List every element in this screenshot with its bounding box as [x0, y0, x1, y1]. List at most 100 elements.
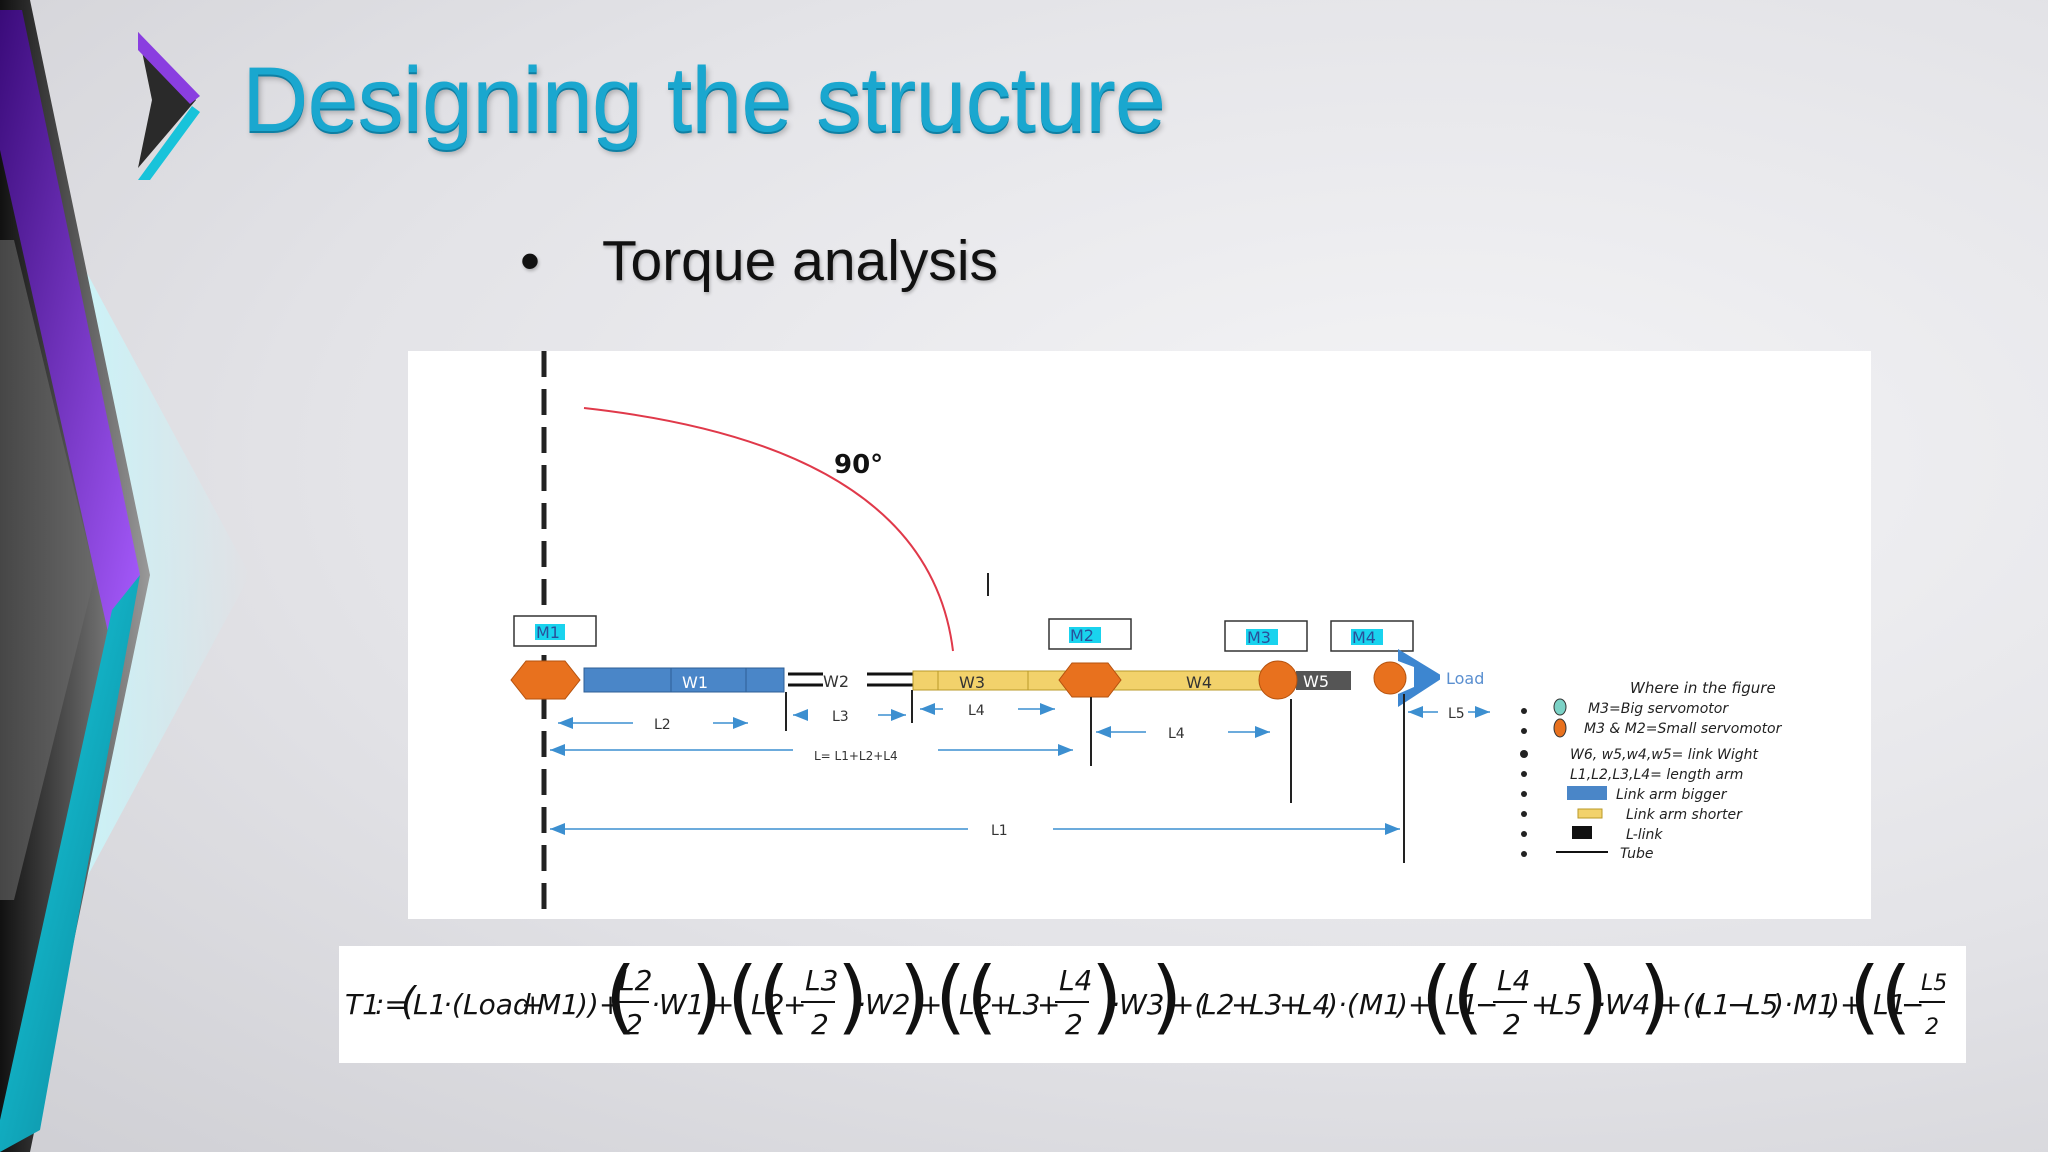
- svg-text:L5: L5: [1921, 971, 1947, 996]
- svg-text:): ): [691, 950, 722, 1043]
- svg-text:L2: L2: [619, 964, 652, 997]
- svg-text:L1: L1: [1445, 988, 1478, 1021]
- motor-m1: [510, 660, 581, 700]
- svg-text:W1: W1: [682, 673, 708, 692]
- legend-big-servo-icon: [1553, 698, 1567, 716]
- link-w3: W3: [912, 670, 1070, 692]
- dim-lsum: L= L1+L2+L4: [550, 744, 1073, 763]
- svg-text:M1: M1: [1359, 988, 1401, 1021]
- svg-text:W5: W5: [1303, 672, 1329, 691]
- svg-text:W3: W3: [959, 673, 985, 692]
- svg-text:M3 & M2=Small servomotor: M3 & M2=Small servomotor: [1584, 721, 1783, 737]
- svg-text:M1: M1: [536, 623, 560, 642]
- legend-small-servo-icon: [1553, 718, 1567, 738]
- dim-l5: L5: [1408, 706, 1490, 722]
- legend-link-bigger-icon: [1567, 786, 1607, 800]
- svg-text:2: 2: [811, 1008, 829, 1041]
- svg-text:·: ·: [651, 988, 660, 1021]
- svg-text:2: 2: [1503, 1008, 1521, 1041]
- svg-text:2: 2: [1065, 1008, 1083, 1041]
- svg-text:L5: L5: [1549, 988, 1582, 1021]
- dim-l4b: L4: [1096, 726, 1270, 742]
- dim-l1: L1: [550, 823, 1400, 839]
- svg-text:L3: L3: [1249, 988, 1282, 1021]
- svg-text:): ): [899, 950, 930, 1043]
- svg-text:+: +: [1037, 988, 1060, 1021]
- svg-text:): ): [837, 950, 868, 1043]
- svg-text:M1: M1: [537, 988, 579, 1021]
- svg-text:M4: M4: [1352, 628, 1376, 647]
- link-w1: W1: [583, 667, 785, 693]
- dim-l3: L3: [793, 709, 906, 725]
- svg-text:+: +: [783, 988, 806, 1021]
- svg-text:W4: W4: [1186, 673, 1212, 692]
- svg-text:): ): [1639, 950, 1670, 1043]
- motor-m4: [1373, 661, 1407, 695]
- bullet-dot: •: [520, 229, 540, 293]
- svg-text:L1: L1: [413, 988, 446, 1021]
- svg-text:W4: W4: [1605, 988, 1651, 1021]
- svg-text:): ): [1577, 950, 1608, 1043]
- svg-text:W2: W2: [865, 988, 911, 1021]
- svg-text:M3: M3: [1247, 628, 1271, 647]
- title-chevron-dark: [138, 32, 196, 168]
- svg-text:L2: L2: [1201, 988, 1234, 1021]
- link-w5: W5: [1296, 671, 1351, 691]
- load-box: [1440, 667, 1490, 689]
- dim-l4a: L4: [920, 703, 1055, 719]
- svg-text:·: ·: [1597, 988, 1606, 1021]
- bullet-text: Torque analysis: [602, 229, 999, 293]
- slide-decoration: [0, 0, 250, 1152]
- svg-text:M2: M2: [1070, 626, 1094, 645]
- motor-label-m4: M4: [1330, 620, 1414, 652]
- svg-text:2: 2: [625, 1008, 643, 1041]
- svg-text:+: +: [989, 988, 1012, 1021]
- svg-text:L1,L2,L3,L4= length arm: L1,L2,L3,L4= length arm: [1570, 767, 1743, 783]
- svg-text:+(: +(: [1171, 988, 1206, 1021]
- svg-text:M1: M1: [1793, 988, 1835, 1021]
- svg-text:): ): [1091, 950, 1122, 1043]
- glow-chevron: [80, 260, 250, 890]
- svg-text:·(: ·(: [443, 988, 464, 1021]
- svg-text:−: −: [1901, 988, 1924, 1021]
- svg-text:+: +: [711, 988, 734, 1021]
- torque-diagram: 90° M1 M2 M3 M4 W1 W2 W3: [408, 351, 1871, 919]
- svg-text:L5: L5: [1745, 988, 1778, 1021]
- load-gripper: [1398, 649, 1444, 707]
- svg-text:+: +: [521, 988, 544, 1021]
- svg-text:W6, w5,w4,w5= link Wight: W6, w5,w4,w5= link Wight: [1570, 747, 1759, 763]
- svg-text:−: −: [1475, 988, 1498, 1021]
- formula-expression: T1 := ( L1 ·( Load + M1 ))+ ( L2 2 · W1 …: [345, 950, 1947, 1043]
- svg-text:T1: T1: [345, 988, 380, 1021]
- svg-text:L4: L4: [1059, 964, 1092, 997]
- gray-stripe: [0, 240, 95, 900]
- svg-text:L1: L1: [991, 823, 1008, 839]
- svg-text:Load: Load: [463, 988, 531, 1021]
- svg-text:L4: L4: [968, 703, 985, 719]
- svg-text:)+: )+: [1827, 988, 1863, 1021]
- svg-text:)+: )+: [1395, 988, 1431, 1021]
- load-label: Load: [1446, 669, 1484, 688]
- svg-text:+: +: [1279, 988, 1302, 1021]
- svg-text:((: ((: [935, 950, 997, 1043]
- svg-text:+: +: [1231, 988, 1254, 1021]
- svg-text:W2: W2: [823, 672, 849, 691]
- svg-text:+: +: [1531, 988, 1554, 1021]
- svg-text::=: :=: [375, 988, 408, 1021]
- bullet-item: • Torque analysis: [520, 228, 998, 294]
- svg-text:Link arm shorter: Link arm shorter: [1626, 807, 1743, 823]
- svg-text:(: (: [401, 979, 418, 1023]
- motor-label-m2: M2: [1048, 618, 1132, 650]
- dim-l2: L2: [558, 717, 748, 733]
- angle-label: 90°: [834, 450, 883, 480]
- title-chevron-cyan: [138, 106, 200, 180]
- cyan-chevron: [0, 575, 140, 1152]
- svg-text:Link arm bigger: Link arm bigger: [1616, 787, 1728, 803]
- legend-link-shorter-icon: [1577, 808, 1603, 819]
- motor-m3: [1258, 660, 1298, 700]
- svg-text:))+: ))+: [575, 988, 622, 1021]
- svg-text:)·(: )·(: [1325, 988, 1359, 1021]
- svg-text:L1: L1: [1697, 988, 1730, 1021]
- svg-text:·: ·: [1111, 988, 1120, 1021]
- svg-text:L3: L3: [832, 709, 849, 725]
